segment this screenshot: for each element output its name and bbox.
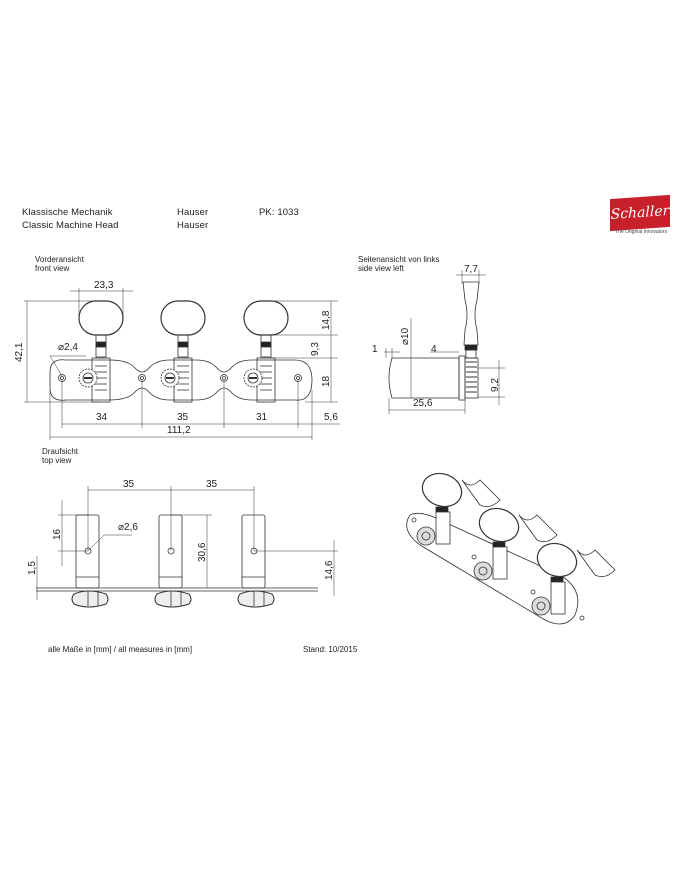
dim-top-pitch-1: 35 — [123, 479, 135, 490]
dim-hole-from-top: 16 — [52, 528, 63, 540]
dim-pitch-2: 35 — [177, 412, 189, 423]
dim-gap: 4 — [431, 344, 437, 355]
side-view-drawing — [384, 270, 505, 414]
dim-hole-diameter: ⌀2,4 — [58, 342, 78, 353]
dim-top-pitch-2: 35 — [206, 479, 218, 490]
title-de: Klassische Mechanik — [22, 207, 113, 218]
dim-pitch-1: 34 — [96, 412, 108, 423]
dim-end: 5,6 — [324, 412, 338, 423]
dim-plate-thickness: 1,5 — [27, 561, 38, 575]
dim-total-height: 42,1 — [14, 342, 25, 362]
dim-knob-width: 23,3 — [94, 280, 114, 291]
model-en: Hauser — [177, 220, 209, 231]
dim-top-hole-diameter: ⌀2,6 — [118, 522, 138, 533]
dim-plate-height: 18 — [321, 375, 332, 387]
dim-post-diameter: ⌀10 — [400, 327, 411, 345]
top-view-label-de: Draufsicht — [42, 447, 79, 456]
dim-tip: 1 — [372, 344, 378, 355]
units-note: alle Maße in [mm] / all measures in [mm] — [48, 645, 193, 654]
dim-shaft: 9,3 — [310, 342, 321, 356]
dim-offset: 9,2 — [490, 378, 501, 392]
isometric-view-drawing — [406, 472, 616, 625]
top-view-drawing — [36, 486, 338, 608]
front-view-label-en: front view — [35, 264, 70, 273]
dim-hole-height: 14,6 — [324, 560, 335, 580]
model-de: Hauser — [177, 207, 209, 218]
dim-total-length: 111,2 — [167, 425, 191, 436]
dim-knob-height: 14,8 — [321, 310, 332, 330]
title-en: Classic Machine Head — [22, 220, 119, 231]
part-number: PK: 1033 — [259, 207, 299, 218]
dim-post-length: 25,6 — [413, 398, 433, 409]
front-view-drawing — [24, 288, 340, 440]
front-view-label-de: Vorderansicht — [35, 255, 84, 264]
side-view-label-de: Seitenansicht von links — [358, 255, 440, 264]
revision-date: Stand: 10/2015 — [303, 645, 358, 654]
side-view-label-en: side view left — [358, 264, 404, 273]
dim-knob-thickness: 7,7 — [464, 264, 478, 275]
logo-tagline: The Original Innovators — [615, 229, 667, 235]
dim-pitch-3: 31 — [256, 412, 268, 423]
top-view-label-en: top view — [42, 456, 72, 465]
dim-post-height: 30,6 — [197, 542, 208, 562]
